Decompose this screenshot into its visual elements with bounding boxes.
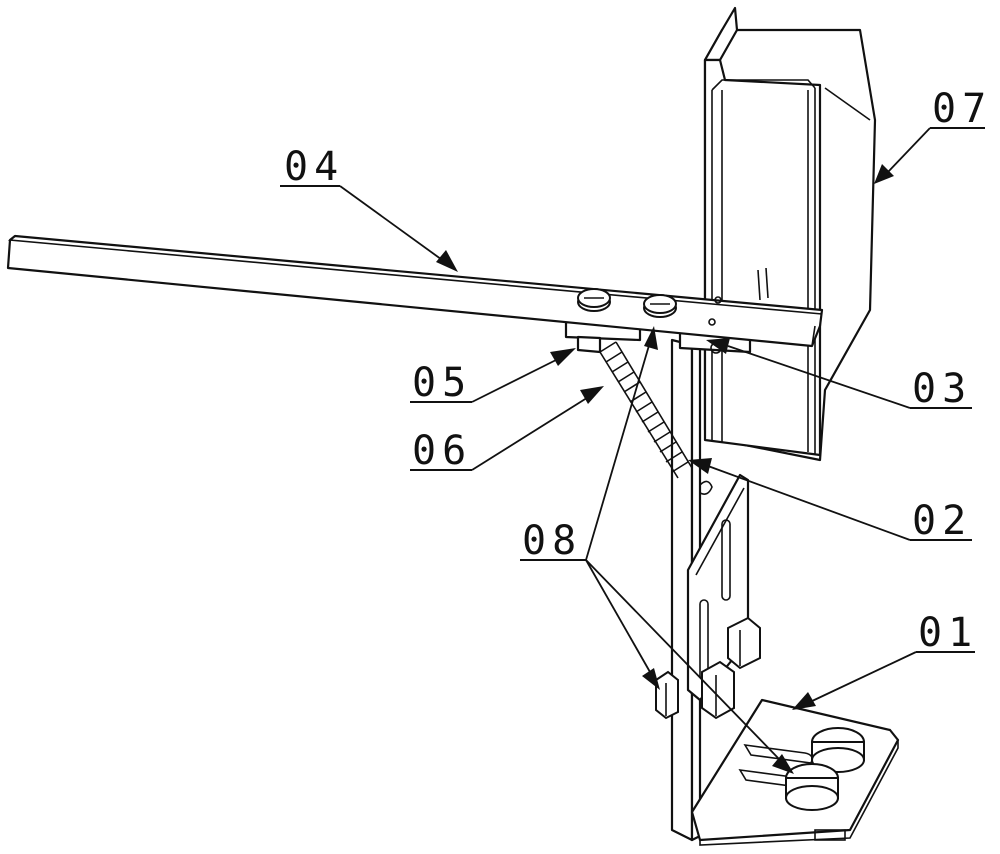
- callout-06: 06: [412, 428, 472, 474]
- callout-07: 07: [932, 86, 992, 132]
- leader-02: [688, 458, 972, 541]
- bolt-nut-middle: [701, 660, 735, 720]
- screw-head-left: [577, 288, 611, 312]
- leader-01: [792, 651, 975, 710]
- bolt-nut-upper: [727, 616, 761, 670]
- callout-03: 03: [912, 366, 972, 412]
- callout-05: 05: [412, 360, 472, 406]
- callout-02: 02: [912, 498, 972, 544]
- leader-05: [410, 348, 576, 403]
- bolt-nut-left: [655, 670, 679, 720]
- leader-07: [874, 127, 985, 184]
- bolt-head-rear: [811, 727, 865, 773]
- leader-08: [520, 326, 794, 774]
- callout-04: 04: [284, 144, 344, 190]
- leader-03: [706, 338, 972, 409]
- part-07-housing: [703, 6, 877, 462]
- callout-01: 01: [918, 610, 978, 656]
- part-02-vertical-arm: [670, 338, 750, 842]
- callout-08: 08: [522, 518, 582, 564]
- bolt-head-front: [785, 763, 839, 811]
- part-06-spring: [599, 341, 693, 479]
- leader-06: [410, 386, 604, 471]
- leader-04: [280, 185, 458, 272]
- part-04-lever-bar: [6, 234, 824, 348]
- screw-head-right: [643, 294, 677, 318]
